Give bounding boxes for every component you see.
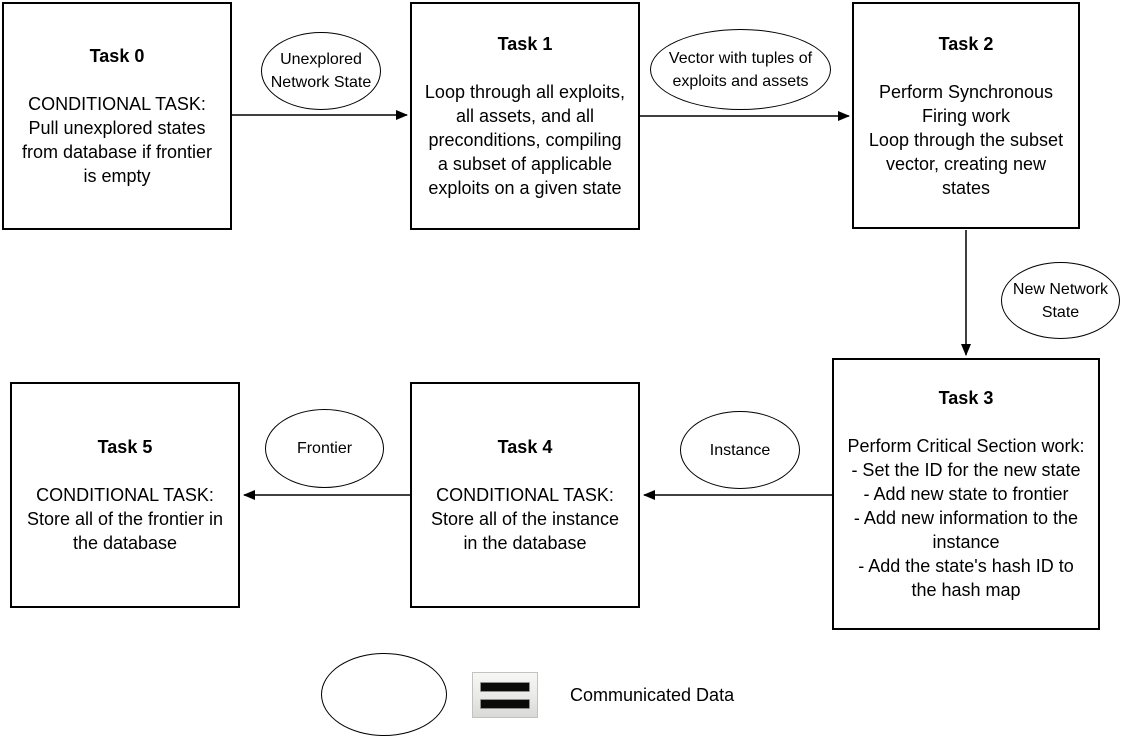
task3-title: Task 3	[938, 388, 994, 408]
data-ellipse-new-network-state: New Network State	[1001, 262, 1120, 339]
task5-description: CONDITIONAL TASK: Store all of the front…	[26, 485, 224, 553]
task2-description: Perform Synchronous Firing work Loop thr…	[868, 81, 1064, 198]
equals-icon	[472, 672, 538, 718]
data-ellipse-frontier: Frontier	[265, 409, 384, 488]
task2-title: Task 2	[938, 33, 994, 54]
legend-ellipse-symbol	[321, 653, 447, 736]
task4-title: Task 4	[497, 437, 553, 457]
task0-node: Task 0 CONDITIONAL TASK: Pull unexplored…	[2, 2, 232, 230]
equals-bar-top	[480, 681, 530, 692]
task1-node: Task 1 Loop through all exploits, all as…	[410, 2, 640, 230]
task2-node: Task 2 Perform Synchronous Firing work L…	[852, 2, 1080, 229]
task5-node: Task 5 CONDITIONAL TASK: Store all of th…	[10, 382, 240, 608]
legend-label: Communicated Data	[570, 685, 735, 705]
task3-node: Task 3 Perform Critical Section work: - …	[832, 358, 1100, 630]
data-ellipse-vector-tuples: Vector with tuples of exploits and asset…	[650, 29, 831, 110]
task1-description: Loop through all exploits, all assets, a…	[424, 82, 626, 198]
task0-title: Task 0	[89, 46, 145, 66]
task3-description: Perform Critical Section work: - Set the…	[847, 436, 1085, 600]
task0-description: CONDITIONAL TASK: Pull unexplored states…	[21, 94, 213, 186]
data-ellipse-instance: Instance	[680, 411, 800, 489]
equals-bar-bottom	[480, 698, 530, 709]
data-ellipse-unexplored-network-state: Unexplored Network State	[261, 32, 381, 110]
task4-node: Task 4 CONDITIONAL TASK: Store all of th…	[410, 382, 640, 608]
task1-title: Task 1	[497, 34, 553, 54]
task5-title: Task 5	[97, 437, 153, 457]
task4-description: CONDITIONAL TASK: Store all of the insta…	[430, 485, 620, 553]
